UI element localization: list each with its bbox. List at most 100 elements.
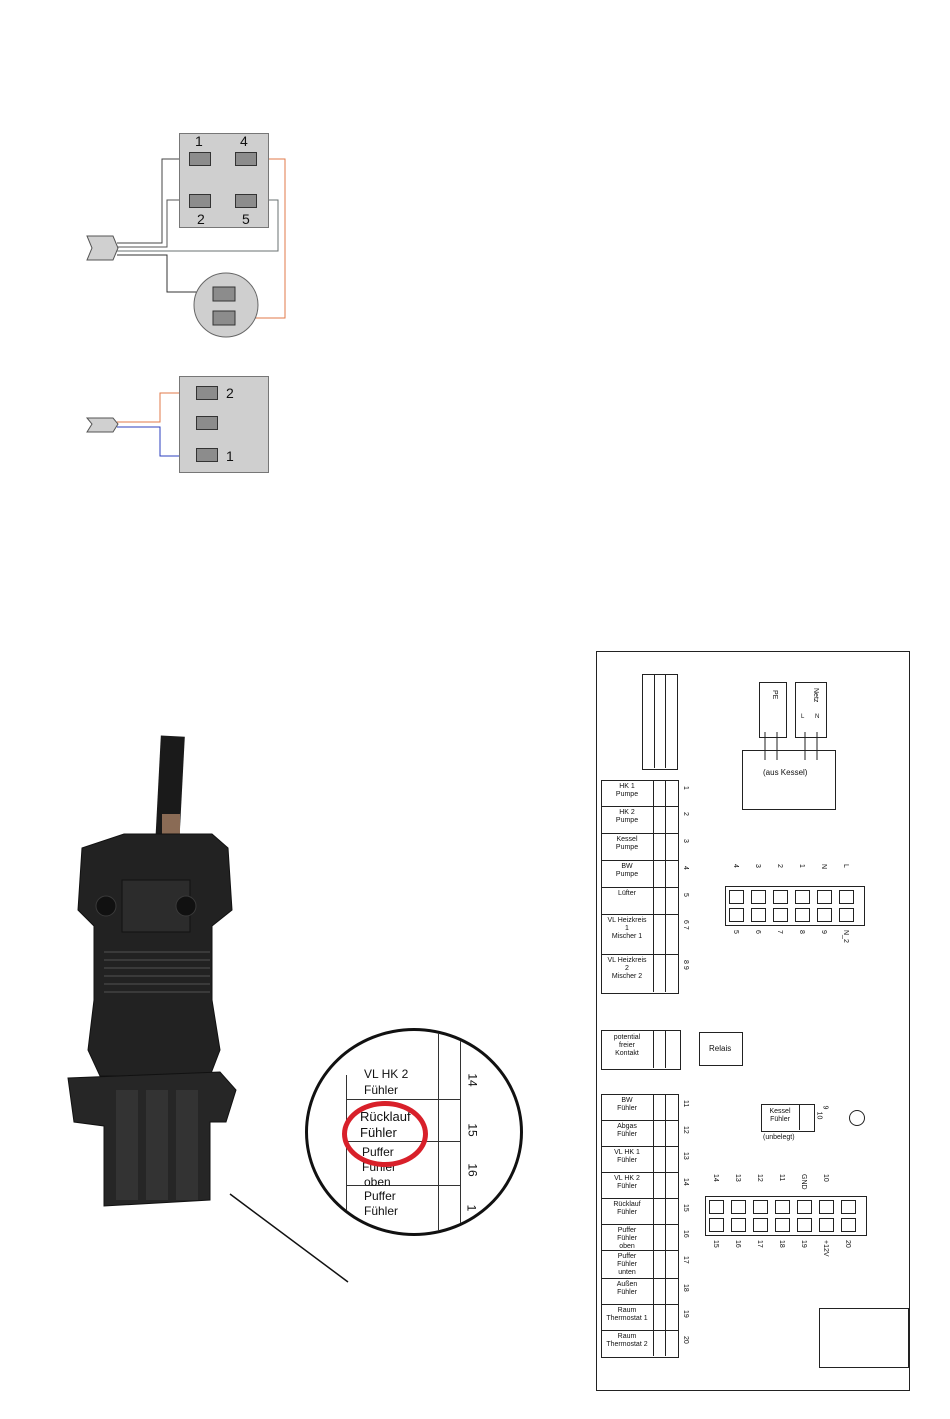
terminal-socket	[817, 890, 832, 904]
terminal-row-label: VL Heizkreis 1 Mischer 1	[607, 917, 647, 940]
terminal-row-number: 20	[682, 1336, 689, 1344]
pin-4	[235, 152, 257, 166]
kessel-pin-10: 10	[815, 1111, 823, 1120]
potential-label: potential freier Kontakt	[613, 1034, 641, 1057]
zoom-num-1: 1	[464, 1204, 479, 1212]
pin-label-3pin-1: 1	[226, 448, 234, 464]
terminal-socket	[751, 908, 766, 922]
terminal-socket	[797, 1218, 812, 1232]
pe-label: PE	[771, 690, 778, 700]
terminal-row-number: 4	[682, 866, 689, 870]
pin-3pin-top	[196, 386, 218, 400]
terminal-row-number: 14	[682, 1178, 689, 1186]
terminal-socket	[775, 1200, 790, 1214]
terminal-block-bottom-label: 19	[800, 1240, 807, 1248]
highlight-circle	[342, 1101, 428, 1167]
zoom-label-vlhk2: VL HK 2	[364, 1067, 409, 1081]
terminal-row-number: 12	[682, 1126, 689, 1134]
terminal-block-top-label: GND	[800, 1174, 807, 1190]
connector-photo	[67, 735, 237, 1207]
relais-label: Relais	[709, 1044, 732, 1053]
zoom-label-puffer-2-sub: Fühler	[364, 1204, 399, 1218]
terminal-socket	[839, 890, 854, 904]
terminal-row	[601, 954, 679, 994]
netz-N: N	[815, 714, 820, 720]
terminal-row-number: 8 9	[682, 960, 689, 970]
terminal-block-bottom-label: 8	[798, 930, 805, 934]
terminal-row-label: Abgas Fühler	[617, 1123, 637, 1138]
terminal-block-top-label: 10	[822, 1174, 829, 1182]
zoom-label-vlhk2-sub: Fühler	[364, 1083, 399, 1097]
terminal-row-label: Kessel Pumpe	[615, 836, 639, 851]
terminal-row-label: HK 1 Pumpe	[615, 783, 639, 798]
terminal-socket	[709, 1200, 724, 1214]
zoom-circle: VL HK 2 Fühler Rücklauf Fühler Puffer Fü…	[305, 1028, 523, 1236]
terminal-socket	[795, 890, 810, 904]
terminal-socket	[797, 1200, 812, 1214]
terminal-row-label: Puffer Fühler unten	[617, 1253, 637, 1276]
unbelegt-label: (unbelegt)	[763, 1134, 795, 1141]
terminal-block-top-label: 14	[712, 1174, 719, 1182]
aus-kessel-label: (aus Kessel)	[763, 768, 808, 777]
relais-box	[699, 1032, 743, 1066]
terminal-row	[601, 1172, 679, 1200]
round-terminal	[849, 1110, 865, 1126]
terminal-block-bottom-label: N_2	[842, 930, 849, 943]
terminal-row-number: 1	[682, 786, 689, 790]
zoom-num-16: 16	[465, 1163, 480, 1177]
terminal-row-label: VL HK 1 Fühler	[614, 1149, 640, 1164]
terminal-socket	[795, 908, 810, 922]
terminal-block-bottom-label: 5	[732, 930, 739, 934]
terminal-block-bottom-label: +12V	[822, 1240, 829, 1257]
terminal-block-bottom-label: 9	[820, 930, 827, 934]
terminal-row	[601, 1278, 679, 1306]
terminal-socket	[751, 890, 766, 904]
netz-wires	[764, 732, 818, 760]
terminal-block-top-label: 1	[798, 864, 805, 868]
terminal-row-label: VL Heizkreis 2 Mischer 2	[607, 957, 647, 980]
pin-label-2: 2	[197, 211, 205, 227]
potential-box	[601, 1030, 681, 1070]
kessel-fuehler-box	[761, 1104, 815, 1132]
terminal-row-label: HK 2 Pumpe	[615, 809, 639, 824]
terminal-block-bottom-label: 15	[712, 1240, 719, 1248]
pin-label-1: 1	[195, 133, 203, 149]
aus-kessel-box	[742, 750, 836, 810]
terminal-row-number: 17	[682, 1256, 689, 1264]
terminal-socket	[841, 1218, 856, 1232]
terminal-block-top-label: 3	[754, 864, 761, 868]
connector-3pin	[179, 376, 269, 473]
terminal-row-label: Lüfter	[618, 890, 636, 897]
terminal-socket	[753, 1218, 768, 1232]
terminal-socket	[729, 890, 744, 904]
terminal-row	[601, 1330, 679, 1358]
pin-label-4: 4	[240, 133, 248, 149]
terminal-socket	[775, 1218, 790, 1232]
terminal-row-label: VL HK 2 Fühler	[614, 1175, 640, 1190]
terminal-block-top-label: L	[842, 864, 849, 868]
pin-1	[189, 152, 211, 166]
terminal-socket	[819, 1218, 834, 1232]
terminal-row-number: 11	[682, 1100, 689, 1108]
zoom-num-14: 14	[465, 1073, 480, 1087]
terminal-block-bottom-label: 7	[776, 930, 783, 934]
pe-box	[759, 682, 787, 738]
netz-L: L	[801, 714, 805, 720]
pin-5	[235, 194, 257, 208]
terminal-block-bottom-label: 17	[756, 1240, 763, 1248]
pointer-line	[229, 1193, 349, 1283]
terminal-row-number: 2	[682, 812, 689, 816]
terminal-socket	[731, 1200, 746, 1214]
terminal-row	[601, 1304, 679, 1332]
terminal-block-bottom-label: 20	[844, 1240, 851, 1248]
wiring-diagram-top	[85, 158, 286, 457]
terminal-row-number: 18	[682, 1284, 689, 1292]
terminal-socket	[731, 1218, 746, 1232]
terminal-block-top-label: 11	[778, 1174, 785, 1182]
terminal-block-top-label: 12	[756, 1174, 763, 1182]
terminal-row	[601, 806, 679, 835]
netz-box	[795, 682, 827, 738]
terminal-socket	[819, 1200, 834, 1214]
terminal-row-label: BW Pumpe	[615, 863, 639, 878]
